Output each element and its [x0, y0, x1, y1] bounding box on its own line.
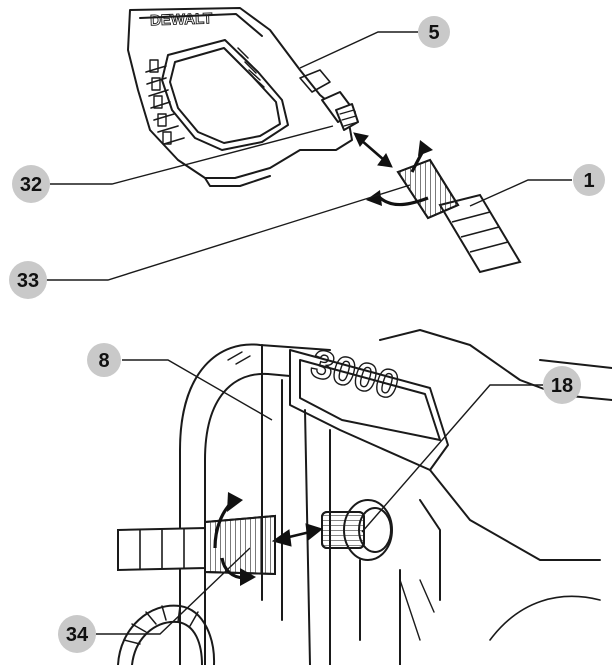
callout-8-circle — [87, 343, 121, 377]
leader-lines — [46, 31, 572, 635]
connect-arrow-top — [353, 132, 393, 168]
callout-33: 33 — [9, 261, 47, 299]
rotation-arrowheads-top — [366, 140, 433, 206]
callout-32-circle — [12, 165, 50, 203]
callout-5-label: 5 — [428, 22, 439, 44]
callout-18: 18 — [543, 366, 581, 404]
callout-1: 1 — [573, 164, 605, 196]
pump-marking-text: 3000 — [306, 341, 404, 408]
hose-assembly-top — [396, 158, 522, 274]
callout-1-circle — [573, 164, 605, 196]
callout-5: 5 — [418, 16, 450, 48]
callout-33-label: 33 — [17, 270, 39, 292]
gun-brand-text: DEWALT — [150, 10, 213, 29]
callout-8: 8 — [87, 343, 121, 377]
callout-34: 34 — [58, 615, 96, 653]
pump-outlet — [321, 499, 393, 561]
callout-34-circle — [58, 615, 96, 653]
callout-32: 32 — [12, 165, 50, 203]
connect-arrow-bottom — [271, 523, 324, 547]
callout-1-label: 1 — [583, 170, 594, 192]
rotation-arrowheads-bottom — [227, 492, 256, 586]
callout-34-label: 34 — [66, 624, 89, 646]
hose-assembly-bottom — [117, 514, 276, 576]
callout-32-label: 32 — [20, 174, 42, 196]
callout-5-circle — [418, 16, 450, 48]
callout-33-circle — [9, 261, 47, 299]
callout-8-label: 8 — [98, 350, 109, 372]
callout-18-circle — [543, 366, 581, 404]
callout-18-label: 18 — [551, 375, 573, 397]
spray-gun-illustration — [127, 7, 359, 187]
